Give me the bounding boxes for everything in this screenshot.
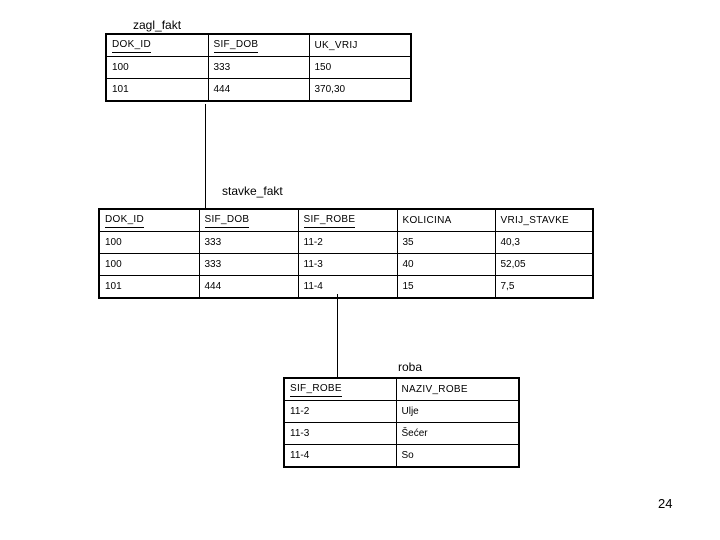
cell-kolicina: 15 (396, 275, 496, 299)
table-row: 100 333 11-3 40 52,05 (98, 253, 594, 276)
table-row: 11-3 Šećer (283, 422, 520, 445)
cell-uk-vrij: 370,30 (308, 78, 412, 102)
table-header-row: SIF_ROBE NAZIV_ROBE (283, 377, 520, 401)
cell-naziv-robe: Ulje (395, 400, 520, 423)
table-zagl-fakt: DOK_ID SIF_DOB UK_VRIJ 100 333 150 101 4… (105, 33, 412, 102)
cell-sif-dob: 444 (207, 78, 310, 102)
column-header-dok-id: DOK_ID (105, 33, 209, 57)
page-number: 24 (658, 496, 673, 511)
cell-kolicina: 40 (396, 253, 496, 276)
column-header-uk-vrij: UK_VRIJ (308, 33, 412, 57)
cell-sif-dob: 333 (207, 56, 310, 79)
cell-dok-id: 100 (98, 253, 200, 276)
cell-dok-id: 101 (105, 78, 209, 102)
cell-naziv-robe: So (395, 444, 520, 468)
cell-dok-id: 100 (105, 56, 209, 79)
table-header-row: DOK_ID SIF_DOB UK_VRIJ (105, 33, 412, 57)
table-row: 100 333 11-2 35 40,3 (98, 231, 594, 254)
cell-vrij-stavke: 7,5 (494, 275, 594, 299)
cell-dok-id: 100 (98, 231, 200, 254)
table-header-row: DOK_ID SIF_DOB SIF_ROBE KOLICINA VRIJ_ST… (98, 208, 594, 232)
table-caption-roba: roba (398, 360, 423, 374)
cell-sif-dob: 444 (198, 275, 299, 299)
column-header-naziv-robe: NAZIV_ROBE (395, 377, 520, 401)
table-row: 11-4 So (283, 444, 520, 468)
cell-sif-robe: 11-4 (297, 275, 398, 299)
cell-naziv-robe: Šećer (395, 422, 520, 445)
table-row: 101 444 370,30 (105, 78, 412, 102)
table-row: 100 333 150 (105, 56, 412, 79)
column-header-kolicina: KOLICINA (396, 208, 496, 232)
table-caption-stavke-fakt: stavke_fakt (222, 184, 283, 198)
cell-sif-robe: 11-2 (283, 400, 397, 423)
column-header-sif-robe: SIF_ROBE (283, 377, 397, 401)
table-row: 101 444 11-4 15 7,5 (98, 275, 594, 299)
column-header-dok-id: DOK_ID (98, 208, 200, 232)
column-header-sif-robe: SIF_ROBE (297, 208, 398, 232)
column-header-sif-dob: SIF_DOB (198, 208, 299, 232)
cell-sif-robe: 11-2 (297, 231, 398, 254)
cell-sif-robe: 11-3 (297, 253, 398, 276)
table-row: 11-2 Ulje (283, 400, 520, 423)
cell-sif-robe: 11-4 (283, 444, 397, 468)
cell-sif-dob: 333 (198, 231, 299, 254)
table-roba: SIF_ROBE NAZIV_ROBE 11-2 Ulje 11-3 Šećer… (283, 377, 520, 468)
table-caption-zagl-fakt: zagl_fakt (133, 18, 182, 32)
connector-stavke-fakt-to-roba (337, 294, 338, 378)
cell-uk-vrij: 150 (308, 56, 412, 79)
cell-vrij-stavke: 40,3 (494, 231, 594, 254)
cell-kolicina: 35 (396, 231, 496, 254)
column-header-vrij-stavke: VRIJ_STAVKE (494, 208, 594, 232)
cell-sif-dob: 333 (198, 253, 299, 276)
table-stavke-fakt: DOK_ID SIF_DOB SIF_ROBE KOLICINA VRIJ_ST… (98, 208, 594, 299)
cell-dok-id: 101 (98, 275, 200, 299)
column-header-sif-dob: SIF_DOB (207, 33, 310, 57)
cell-sif-robe: 11-3 (283, 422, 397, 445)
connector-zagl-fakt-to-stavke-fakt (205, 104, 206, 209)
cell-vrij-stavke: 52,05 (494, 253, 594, 276)
